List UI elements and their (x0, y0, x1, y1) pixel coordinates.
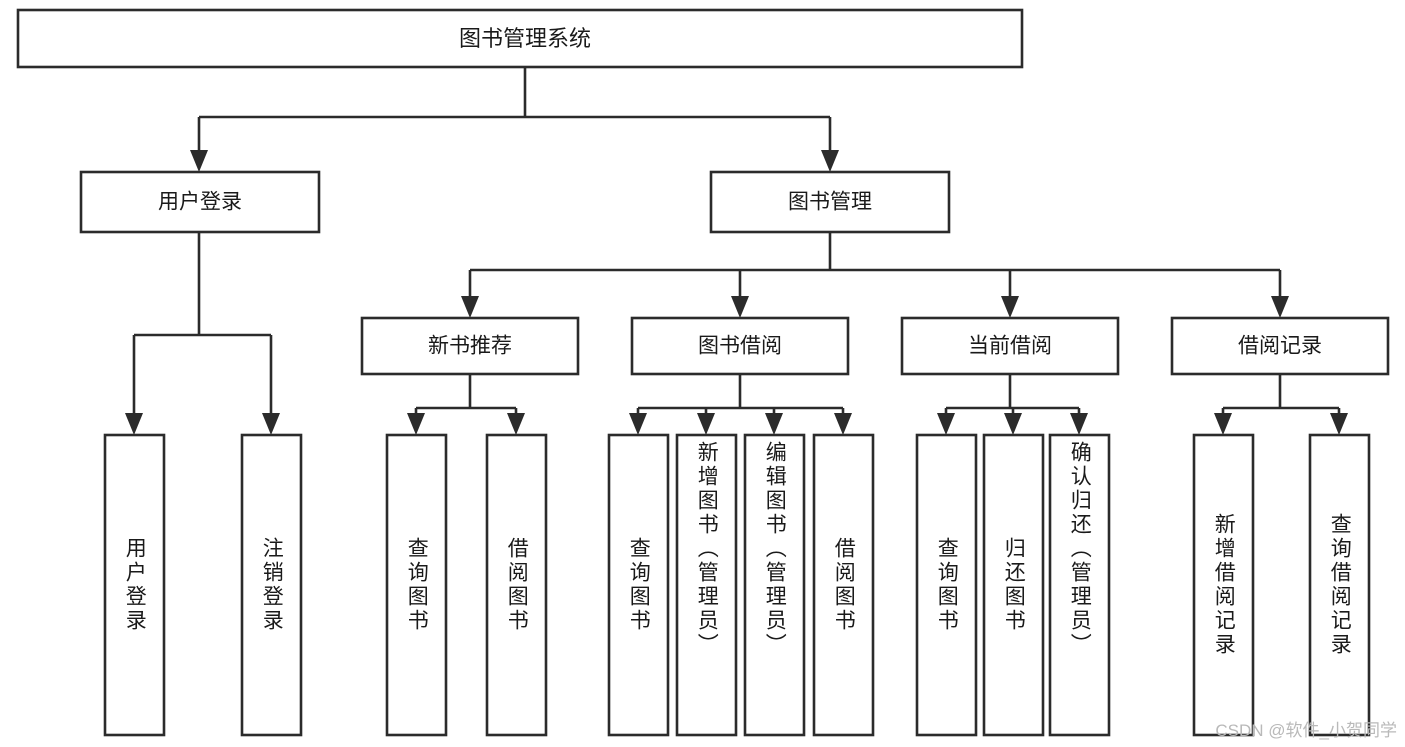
node-root[interactable]: 图书管理系统 (16, 8, 1024, 69)
node-leaf-current-query-box[interactable] (915, 433, 978, 737)
node-user-login-label: 用户登录 (158, 191, 242, 214)
node-current-borrow-label: 当前借阅 (968, 335, 1052, 358)
arrow-head-borrow-record (1271, 296, 1289, 318)
node-leaf-record-query-box[interactable] (1308, 433, 1371, 737)
arrow-head-leaf-rec-query (407, 413, 425, 435)
node-root-box[interactable] (16, 8, 1024, 69)
node-borrow-record-label: 借阅记录 (1238, 335, 1322, 358)
node-leaf-rec-borrow-box[interactable] (485, 433, 548, 737)
node-current-borrow-box[interactable] (900, 316, 1120, 376)
node-new-book-rec-label: 新书推荐 (428, 335, 512, 358)
node-borrow-record[interactable]: 借阅记录 (1170, 316, 1390, 376)
arrow-head-leaf-borrow-edit (765, 413, 783, 435)
node-leaf-user-logout-box[interactable] (240, 433, 303, 737)
watermark: CSDN @软件_小贺同学 (1215, 721, 1397, 740)
node-leaf-record-add-box[interactable] (1192, 433, 1255, 737)
node-root-label: 图书管理系统 (459, 26, 591, 51)
node-book-borrow-label: 图书借阅 (698, 335, 782, 358)
arrow-head-new-book-rec (461, 296, 479, 318)
leaf-boxes (103, 433, 1371, 737)
connectors-currentborrow-to-leaves (937, 374, 1088, 435)
connectors-newbookrec-to-leaves (407, 374, 525, 435)
arrow-head-leaf-rec-borrow (507, 413, 525, 435)
arrow-head-book-borrow (731, 296, 749, 318)
arrow-head-leaf-current-query (937, 413, 955, 435)
node-leaf-borrow-do-box[interactable] (812, 433, 875, 737)
node-leaf-current-confirm-box[interactable] (1048, 433, 1111, 737)
node-book-mgmt-label: 图书管理 (788, 191, 872, 214)
connectors-bookborrow-to-leaves (629, 374, 852, 435)
node-user-login[interactable]: 用户登录 (79, 170, 321, 234)
arrow-head-leaf-borrow-do (834, 413, 852, 435)
connectors-userlogin-to-leaves (125, 232, 280, 435)
node-leaf-borrow-add-box[interactable] (675, 433, 738, 737)
arrow-head-leaf-record-query (1330, 413, 1348, 435)
node-book-borrow-box[interactable] (630, 316, 850, 376)
node-user-login-box[interactable] (79, 170, 321, 234)
arrow-head-leaf-record-add (1214, 413, 1232, 435)
node-leaf-user-login-box[interactable] (103, 433, 166, 737)
arrow-head-book-mgmt (821, 150, 839, 172)
connectors-borrowrecord-to-leaves (1214, 374, 1348, 435)
node-book-mgmt[interactable]: 图书管理 (709, 170, 951, 234)
arrow-head-leaf-user-login (125, 413, 143, 435)
node-new-book-rec[interactable]: 新书推荐 (360, 316, 580, 376)
connectors-bookmgmt-to-level2 (461, 232, 1289, 318)
node-book-mgmt-box[interactable] (709, 170, 951, 234)
node-borrow-record-box[interactable] (1170, 316, 1390, 376)
node-book-borrow[interactable]: 图书借阅 (630, 316, 850, 376)
arrow-head-leaf-current-confirm (1070, 413, 1088, 435)
node-new-book-rec-box[interactable] (360, 316, 580, 376)
node-leaf-borrow-edit-box[interactable] (743, 433, 806, 737)
arrow-head-user-login (190, 150, 208, 172)
arrow-head-current-borrow (1001, 296, 1019, 318)
node-leaf-current-return-box[interactable] (982, 433, 1045, 737)
arrow-head-leaf-borrow-query (629, 413, 647, 435)
connectors-root-to-level1 (190, 67, 839, 172)
node-leaf-borrow-query-box[interactable] (607, 433, 670, 737)
arrow-head-leaf-current-return (1004, 413, 1022, 435)
node-leaf-rec-query-box[interactable] (385, 433, 448, 737)
arrow-head-leaf-borrow-add (697, 413, 715, 435)
node-current-borrow[interactable]: 当前借阅 (900, 316, 1120, 376)
arrow-head-leaf-user-logout (262, 413, 280, 435)
